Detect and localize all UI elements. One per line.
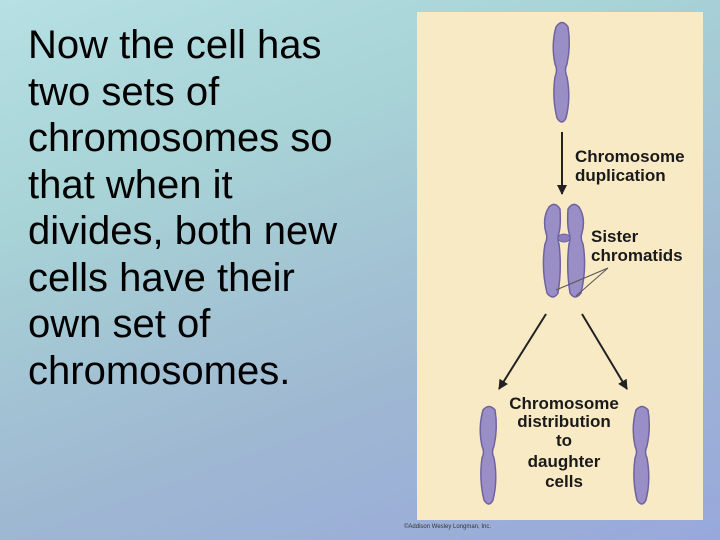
- distribution-arrow-right: [581, 313, 628, 390]
- sister-pointer-line: [555, 267, 609, 291]
- label-sister-line: Sister: [591, 227, 639, 246]
- sister-chromatid-right: [566, 203, 586, 298]
- body-line: that when it: [28, 162, 233, 207]
- centromere: [557, 233, 571, 243]
- label-sister-line: chromatids: [591, 246, 683, 265]
- sister-pointer-line: [575, 267, 609, 297]
- body-line: divides, both new: [28, 209, 338, 253]
- daughter-chromosome-left: [479, 405, 498, 505]
- label-distribution-line: to: [556, 431, 572, 450]
- copyright-credit: ©Addison Wesley Longman, Inc.: [404, 523, 491, 530]
- body-line: two sets of: [28, 69, 220, 114]
- body-line: chromosomes.: [28, 348, 291, 393]
- body-line: chromosomes so: [28, 116, 333, 160]
- sister-chromatid-left: [542, 203, 562, 298]
- label-distribution-line: Chromosome: [509, 394, 619, 413]
- body-line: Now the cell has: [28, 23, 322, 67]
- daughter-chromosome-right: [632, 405, 651, 505]
- body-line: own set of: [28, 302, 211, 346]
- duplicated-chromosome: [542, 203, 586, 298]
- body-line: cells have their: [28, 255, 295, 300]
- label-distribution-line: daughter: [528, 452, 601, 471]
- distribution-arrow-left: [498, 313, 547, 390]
- single-chromosome: [552, 21, 571, 123]
- label-distribution-line: cells: [545, 472, 583, 491]
- label-duplication-line: duplication: [575, 166, 666, 185]
- label-distribution-line: distribution: [517, 412, 610, 431]
- label-duplication-line: Chromosome: [575, 147, 685, 166]
- body-text: Now the cell has two sets of chromosomes…: [28, 22, 403, 394]
